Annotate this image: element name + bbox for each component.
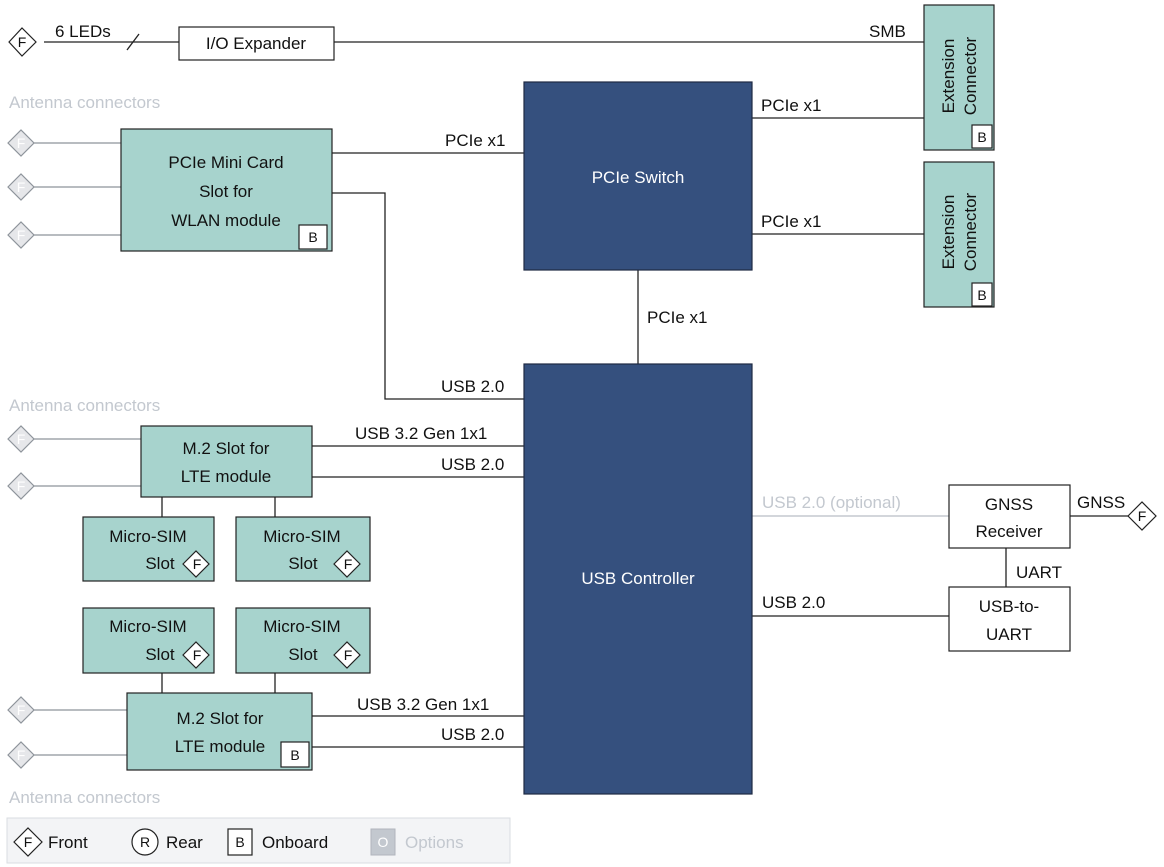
svg-text:USB-to-: USB-to- [979, 597, 1039, 616]
svg-text:B: B [308, 229, 317, 245]
legend-front-label: Front [48, 833, 88, 852]
svg-text:R: R [140, 834, 150, 850]
legend-onboard-label: Onboard [262, 833, 328, 852]
gnss-receiver-block: GNSS Receiver [948, 484, 1071, 549]
smb-label: SMB [869, 22, 906, 41]
svg-text:F: F [17, 227, 26, 243]
legend: F Front R Rear B Onboard O Options [6, 817, 511, 864]
pcie-label-ext1: PCIe x1 [761, 96, 821, 115]
antenna-icon: F [7, 741, 35, 769]
micro-sim-slot-1: Micro-SIM Slot F [82, 516, 215, 582]
svg-text:Slot: Slot [288, 645, 318, 664]
pcie-switch-block: PCIe Switch [523, 81, 753, 271]
usb20-label-lte2: USB 2.0 [441, 725, 504, 744]
svg-text:Extension: Extension [939, 195, 958, 270]
antenna-icon: F [7, 221, 35, 249]
uart-label: UART [1016, 563, 1062, 582]
svg-text:PCIe Mini Card: PCIe Mini Card [168, 153, 283, 172]
pcie-label-usb: PCIe x1 [647, 308, 707, 327]
svg-text:F: F [24, 834, 33, 850]
usb32-label-lte2: USB 3.2 Gen 1x1 [357, 695, 489, 714]
legend-rear-label: Rear [166, 833, 203, 852]
extension-connector-1: Extension Connector B [923, 4, 995, 151]
antenna-icon: F [7, 173, 35, 201]
svg-text:LTE module: LTE module [181, 467, 271, 486]
svg-text:Slot for: Slot for [199, 182, 253, 201]
leds-label: 6 LEDs [55, 22, 111, 41]
pcie-label-wlan: PCIe x1 [445, 131, 505, 150]
svg-text:F: F [17, 135, 26, 151]
svg-text:Micro-SIM: Micro-SIM [109, 617, 186, 636]
usb32-label-lte1: USB 3.2 Gen 1x1 [355, 424, 487, 443]
micro-sim-slot-2: Micro-SIM Slot F [235, 516, 371, 582]
legend-options-icon: O [370, 828, 396, 856]
pcie-label-ext2: PCIe x1 [761, 212, 821, 231]
svg-text:F: F [17, 431, 26, 447]
svg-text:F: F [17, 179, 26, 195]
svg-text:PCIe Switch: PCIe Switch [592, 168, 685, 187]
svg-text:Receiver: Receiver [975, 522, 1042, 541]
usb-to-uart-block: USB-to- UART [948, 586, 1071, 652]
usb20-optional-label: USB 2.0 (optional) [762, 493, 901, 512]
micro-sim-slot-3: Micro-SIM Slot F [82, 607, 215, 674]
gnss-front-badge: F [1127, 501, 1157, 531]
lte-slot-2-block: M.2 Slot for LTE module B [126, 692, 313, 771]
io-expander-block: I/O Expander [178, 26, 335, 61]
usb20-label-wlan: USB 2.0 [441, 377, 504, 396]
antenna-connectors-label: Antenna connectors [9, 396, 160, 415]
svg-text:F: F [193, 556, 202, 572]
svg-text:F: F [17, 478, 26, 494]
legend-front-icon: F [13, 827, 43, 857]
svg-text:Micro-SIM: Micro-SIM [263, 617, 340, 636]
svg-text:USB Controller: USB Controller [581, 569, 695, 588]
usb20-label-lte1: USB 2.0 [441, 455, 504, 474]
svg-text:Extension: Extension [939, 39, 958, 114]
svg-text:M.2 Slot for: M.2 Slot for [183, 439, 270, 458]
extension-connector-2: Extension Connector B [923, 161, 995, 308]
antenna-icon: F [7, 425, 35, 453]
svg-text:Slot: Slot [145, 554, 175, 573]
svg-text:F: F [344, 647, 353, 663]
svg-text:Connector: Connector [961, 192, 980, 271]
usb-controller-block: USB Controller [523, 363, 753, 795]
lte-slot-1-block: M.2 Slot for LTE module [140, 425, 313, 498]
svg-text:F: F [1138, 508, 1147, 524]
svg-text:F: F [17, 747, 26, 763]
usb20-label-uart: USB 2.0 [762, 593, 825, 612]
svg-text:UART: UART [986, 625, 1032, 644]
svg-text:GNSS: GNSS [985, 495, 1033, 514]
svg-text:Connector: Connector [961, 36, 980, 115]
svg-text:I/O Expander: I/O Expander [206, 34, 307, 53]
svg-text:M.2 Slot for: M.2 Slot for [177, 709, 264, 728]
svg-text:F: F [17, 702, 26, 718]
legend-rear-icon: R [131, 828, 159, 856]
antenna-icon: F [7, 129, 35, 157]
svg-text:Micro-SIM: Micro-SIM [109, 527, 186, 546]
svg-text:O: O [378, 834, 389, 850]
legend-options-label: Options [405, 833, 464, 852]
led-front-badge: F [8, 27, 37, 57]
svg-text:F: F [193, 647, 202, 663]
antenna-icon: F [7, 472, 35, 500]
svg-text:WLAN module: WLAN module [171, 211, 281, 230]
micro-sim-slot-4: Micro-SIM Slot F [235, 607, 371, 674]
svg-text:Micro-SIM: Micro-SIM [263, 527, 340, 546]
svg-text:Slot: Slot [145, 645, 175, 664]
svg-text:F: F [18, 34, 27, 50]
connection-lines [32, 33, 1128, 756]
antenna-icon: F [7, 696, 35, 724]
legend-onboard-icon: B [227, 828, 253, 856]
svg-text:Slot: Slot [288, 554, 318, 573]
svg-text:B: B [235, 834, 244, 850]
svg-text:B: B [977, 287, 986, 303]
wlan-slot-block: PCIe Mini Card Slot for WLAN module B [120, 128, 333, 252]
svg-text:LTE module: LTE module [175, 737, 265, 756]
svg-text:B: B [290, 747, 299, 763]
gnss-label: GNSS [1077, 493, 1125, 512]
svg-text:B: B [977, 129, 986, 145]
antenna-connectors-label: Antenna connectors [9, 788, 160, 807]
antenna-connectors-label: Antenna connectors [9, 93, 160, 112]
svg-text:F: F [344, 556, 353, 572]
